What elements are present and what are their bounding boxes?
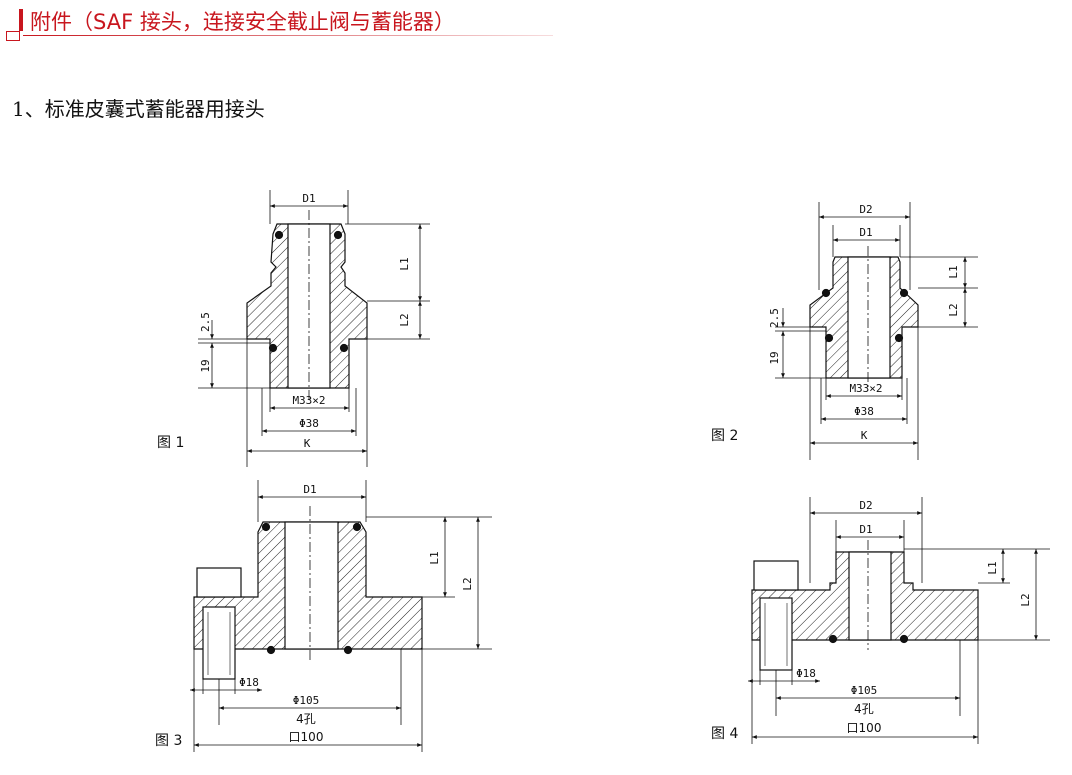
page-title: 附件（SAF 接头，连接安全截止阀与蓄能器） bbox=[30, 10, 455, 34]
figure-4-drawing bbox=[748, 497, 1050, 744]
figure-2-label: 图 2 bbox=[711, 428, 739, 444]
figure-4-bolt-head bbox=[753, 560, 799, 591]
figure-4-d2-label: D2 bbox=[859, 499, 872, 512]
figure-1-2-5-label: 2.5 bbox=[199, 312, 212, 332]
figure-4-bolt-hole bbox=[759, 597, 793, 671]
section-title: 1、标准皮囊式蓄能器用接头 bbox=[12, 97, 265, 121]
figure-4-label: 图 4 bbox=[711, 726, 739, 742]
figure-1-phi38-label: Φ38 bbox=[299, 417, 319, 430]
figure-3-bolt-head bbox=[196, 567, 242, 598]
figure-1-l2-label: L2 bbox=[398, 313, 411, 326]
figure-3-l2-label: L2 bbox=[461, 577, 474, 590]
figure-2-bore bbox=[847, 256, 891, 379]
figure-4-phi18-label: Φ18 bbox=[796, 667, 816, 680]
figure-1-d1-label: D1 bbox=[302, 192, 315, 205]
figure-4-bore bbox=[848, 551, 892, 641]
figure-4-l2-label: L2 bbox=[1019, 593, 1032, 606]
figure-1-l1-label: L1 bbox=[398, 257, 411, 270]
figure-4-l1-label: L1 bbox=[986, 561, 999, 574]
figure-2-2-5-label: 2.5 bbox=[768, 308, 781, 328]
figure-1-k-label: K bbox=[304, 437, 311, 450]
figure-3-square-label: 口100 bbox=[289, 730, 324, 744]
page-header: 附件（SAF 接头，连接安全截止阀与蓄能器） bbox=[0, 0, 560, 42]
figure-4-phi105-label: Φ105 bbox=[851, 684, 878, 697]
figure-3-phi18-label: Φ18 bbox=[239, 676, 259, 689]
figure-1-19-label: 19 bbox=[199, 359, 212, 372]
figure-2-19-label: 19 bbox=[768, 351, 781, 364]
figure-3-phi105-label: Φ105 bbox=[293, 694, 320, 707]
figure-3-d1-label: D1 bbox=[303, 483, 316, 496]
figure-3-drawing bbox=[190, 480, 492, 752]
figure-2-l1-label: L1 bbox=[947, 265, 960, 278]
figure-3-bore bbox=[284, 521, 339, 650]
figure-2-drawing bbox=[775, 202, 978, 460]
figure-1-drawing bbox=[198, 190, 430, 467]
figure-3-bolt-hole bbox=[202, 606, 236, 680]
figure-2-k-label: K bbox=[861, 429, 868, 442]
figure-2-phi38-label: Φ38 bbox=[854, 405, 874, 418]
figure-2-d2-label: D2 bbox=[859, 203, 872, 216]
header-accent-box bbox=[6, 31, 20, 41]
figure-1-label: 图 1 bbox=[157, 435, 185, 451]
figure-2-d1-label: D1 bbox=[859, 226, 872, 239]
header-rule bbox=[23, 35, 553, 36]
figure-4-d1-label: D1 bbox=[859, 523, 872, 536]
figure-3-l1-label: L1 bbox=[428, 551, 441, 564]
figure-3-holes-label: 4孔 bbox=[296, 712, 316, 726]
figure-2-l2-label: L2 bbox=[947, 303, 960, 316]
figure-1-thread-label: M33×2 bbox=[292, 394, 325, 407]
figure-4-square-label: 口100 bbox=[847, 721, 882, 735]
figure-3-label: 图 3 bbox=[155, 733, 183, 749]
figure-4-holes-label: 4孔 bbox=[854, 702, 874, 716]
figure-2-thread-label: M33×2 bbox=[849, 382, 882, 395]
header-accent-bar bbox=[19, 9, 23, 31]
